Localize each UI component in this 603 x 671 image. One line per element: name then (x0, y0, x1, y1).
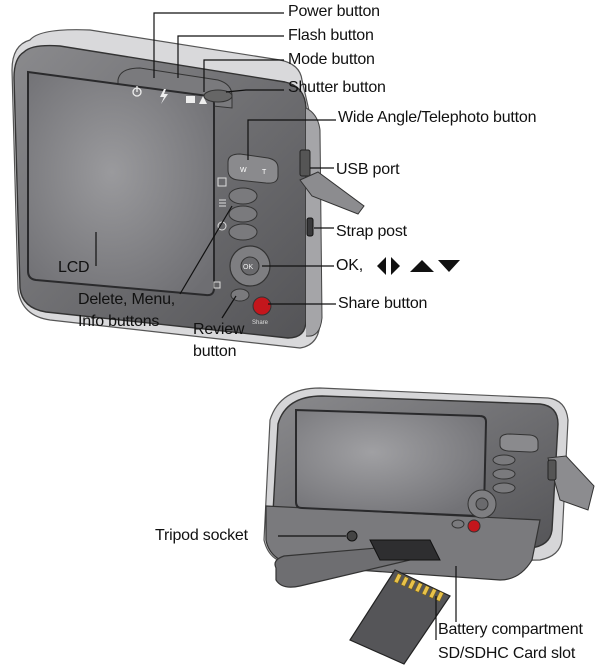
zoom-button: W T (227, 153, 279, 184)
label-flash-button: Flash button (288, 27, 374, 44)
share-key-mark: Share (252, 320, 269, 326)
ok2-key (475, 497, 489, 511)
label-share-button: Share button (338, 295, 428, 312)
tripod-socket (346, 530, 358, 542)
label-delete-menu: Delete, Menu, (78, 291, 176, 308)
ok-arrows (377, 257, 460, 275)
sd-card (349, 569, 451, 665)
lcd-screen (27, 70, 215, 297)
review2-button (451, 519, 465, 529)
review-button (230, 288, 250, 302)
label-info-buttons: Info buttons (78, 313, 160, 330)
leader-lines-top (95, 12, 336, 319)
label-usb-port: USB port (336, 161, 400, 178)
menu-icon (219, 199, 226, 207)
button2-a (492, 454, 516, 466)
review-icon (213, 281, 221, 289)
camera-bottom (263, 387, 595, 588)
label-power-button: Power button (288, 3, 380, 20)
label-shutter-button: Shutter button (288, 79, 386, 96)
flash-icon (160, 89, 168, 104)
usb-port (299, 149, 311, 177)
battery-compartment (369, 539, 441, 561)
delete-icon (217, 177, 227, 187)
usb2-cover (547, 455, 595, 511)
label-strap-post: Strap post (336, 223, 407, 240)
zoom-w-mark: W (240, 167, 247, 174)
label-review: Review (193, 321, 245, 338)
label-review-button: button (193, 343, 237, 360)
camera-top: W T OK Share (11, 29, 365, 349)
shutter-button (203, 89, 233, 103)
label-sd-card-slot: SD/SDHC Card slot (438, 645, 576, 662)
usb2-port (547, 459, 557, 481)
label-battery-compartment: Battery compartment (438, 621, 583, 638)
lcd2-screen (295, 408, 488, 518)
label-tripod-socket: Tripod socket (155, 527, 248, 544)
arrow-down-icon (438, 260, 460, 272)
share-button-graphic: Share (252, 296, 272, 326)
power-icon (132, 86, 142, 97)
button2-c (492, 482, 516, 494)
arrow-up-icon (410, 260, 434, 272)
zoom-t-mark: T (262, 169, 267, 176)
leader-lines-bottom (278, 535, 457, 640)
label-ok: OK, (336, 257, 363, 274)
arrow-left-icon (377, 257, 386, 275)
share2-button (467, 519, 481, 533)
arrow-right-icon (391, 257, 400, 275)
label-lcd: LCD (58, 259, 90, 276)
usb-cover (299, 171, 365, 215)
label-mode-button: Mode button (288, 51, 375, 68)
button2-b (492, 468, 516, 480)
strap-post (306, 217, 314, 237)
label-zoom-button: Wide Angle/Telephoto button (338, 109, 537, 126)
mode-icon (186, 96, 207, 104)
ok-key-mark: OK (243, 264, 253, 271)
delete-menu-info-buttons (217, 177, 258, 241)
zoom2-button (499, 433, 539, 453)
